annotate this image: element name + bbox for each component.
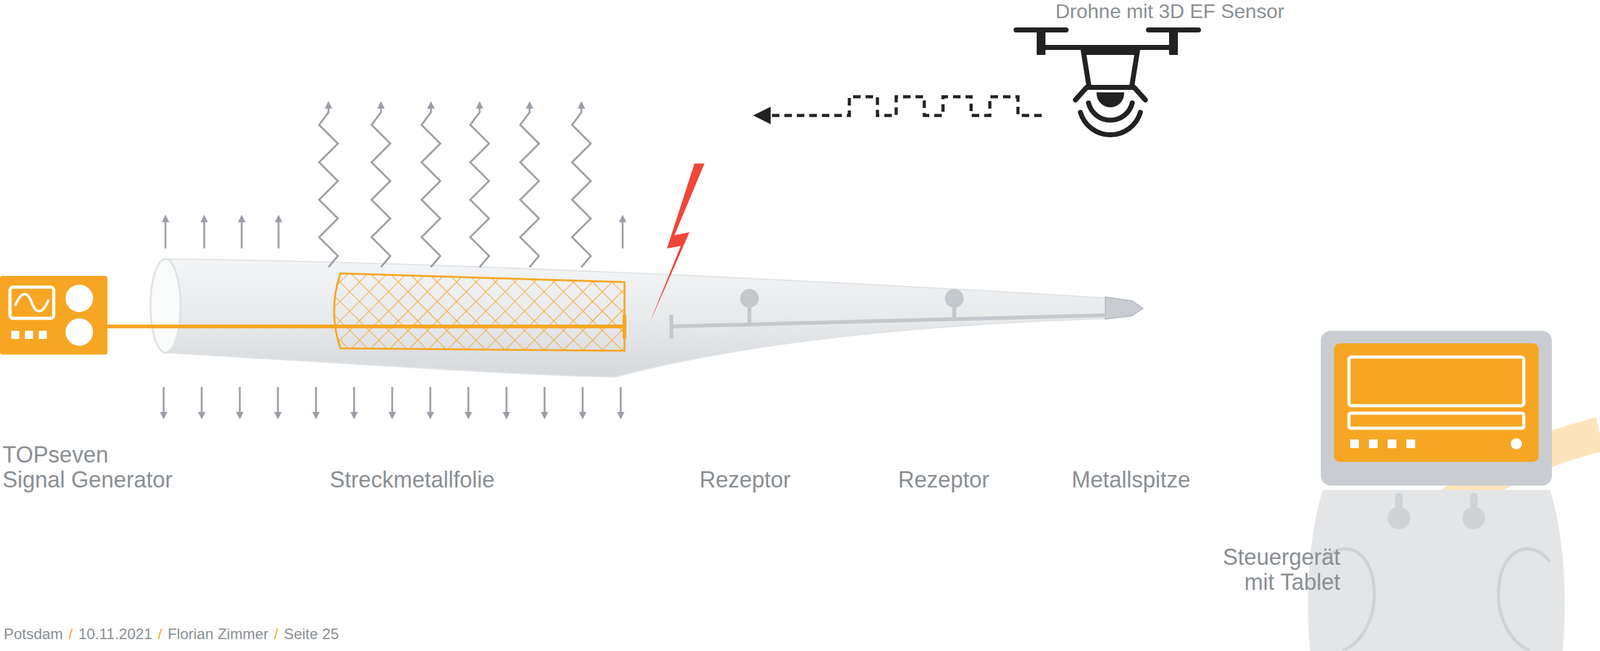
signal-pulse	[753, 96, 1042, 125]
rotor-blade	[150, 259, 1143, 378]
zigzag-arrow	[319, 104, 338, 268]
controller-label: Steuergerät	[1222, 544, 1341, 571]
feed-line	[106, 324, 625, 329]
field-arrow-up	[277, 218, 280, 249]
rotor-blade	[165, 259, 1112, 378]
footer-separator: /	[68, 625, 74, 644]
metal-tip	[1105, 297, 1143, 320]
receptor-label: Rezeptor	[898, 467, 990, 493]
field-arrow-up	[164, 218, 167, 249]
field-arrow-down	[543, 387, 546, 416]
rotor-blade	[150, 259, 181, 353]
controller-icon	[1320, 330, 1552, 486]
controller-icon	[1348, 357, 1524, 406]
receptor	[944, 289, 964, 308]
field-arrow-down	[201, 387, 203, 416]
generator-label: TOPseven	[2, 442, 109, 468]
footer-separator: /	[274, 625, 279, 644]
controller-icon	[1498, 548, 1551, 651]
field-arrow-up	[622, 218, 624, 249]
controller-icon	[1387, 439, 1397, 449]
footer-page: Seite 25	[283, 625, 339, 644]
footer-place: Potsdam	[3, 625, 64, 644]
drone-label: Drohne mit 3D EF Sensor	[1055, 0, 1284, 24]
field-arrow-down	[429, 387, 432, 416]
controller-icon	[1333, 343, 1539, 463]
expanded-metal-foil	[334, 273, 625, 351]
field-arrow-up	[241, 218, 243, 249]
receptor	[740, 289, 759, 308]
signal-pulse	[769, 96, 1042, 116]
drone-icon	[1097, 93, 1123, 107]
footer-separator: /	[158, 625, 163, 644]
field-arrow-down	[353, 387, 356, 416]
drone-icon	[1083, 52, 1138, 88]
field-arrow-down	[277, 387, 280, 416]
foil-label: Streckmetallfolie	[329, 467, 495, 493]
signal-generator	[65, 284, 94, 313]
drone-icon	[1080, 112, 1141, 135]
signal-generator	[9, 287, 54, 319]
drone-icon	[1134, 87, 1146, 100]
drone-icon	[1041, 44, 1174, 50]
signal-generator	[14, 294, 49, 312]
footer-date: 10.11.2021	[78, 625, 152, 644]
signal-generator	[11, 330, 20, 340]
footer-author: Florian Zimmer	[167, 625, 268, 644]
controller-icon	[1350, 439, 1359, 449]
field-arrow-down	[162, 387, 165, 416]
zigzag-arrow	[520, 104, 539, 268]
zigzag-arrow	[371, 104, 391, 268]
signal-generator	[38, 330, 47, 340]
signal-generator	[0, 276, 108, 355]
controller-label: mit Tablet	[1244, 569, 1341, 596]
signal-generator	[0, 276, 108, 355]
footer: Potsdam/10.11.2021/Florian Zimmer/Seite …	[3, 625, 340, 644]
lightning-bolt	[649, 163, 705, 324]
down-conductor	[671, 304, 1107, 339]
field-arrow-down	[620, 387, 623, 416]
signal-generator	[65, 318, 94, 346]
drone-icon	[1169, 29, 1178, 55]
field-arrow-up	[203, 218, 206, 249]
controller-icon	[1510, 438, 1522, 450]
zigzag-arrow	[470, 104, 489, 268]
drone-icon	[1016, 29, 1199, 135]
zigzag-arrow	[421, 104, 441, 268]
generator-label: Signal Generator	[2, 467, 173, 493]
drone-icon	[1036, 29, 1046, 55]
field-arrow-down	[582, 387, 584, 416]
zigzag-arrow	[572, 104, 591, 268]
expanded-metal-foil	[334, 273, 625, 351]
drone-icon	[1075, 87, 1087, 100]
tip-label: Metallspitze	[1071, 467, 1191, 493]
field-arrow-down	[467, 387, 470, 416]
receptor-label: Rezeptor	[699, 467, 791, 493]
feed-line	[622, 314, 627, 339]
controller-icon	[1307, 330, 1565, 651]
controller-icon	[1348, 413, 1524, 429]
signal-generator	[24, 330, 34, 340]
signal-pulse	[753, 106, 771, 125]
controller-icon	[1368, 439, 1378, 449]
field-arrow-down	[239, 387, 242, 416]
field-arrows	[163, 104, 623, 416]
controller-icon	[1406, 439, 1416, 449]
field-arrow-down	[315, 387, 318, 416]
field-arrow-down	[505, 387, 508, 416]
field-arrow-down	[391, 387, 394, 416]
controller-icon	[1470, 493, 1478, 519]
drone-icon	[1088, 103, 1133, 121]
feed-line	[106, 314, 625, 339]
down-conductor	[671, 315, 1107, 327]
controller-icon	[1307, 490, 1565, 651]
controller-icon	[1395, 493, 1403, 519]
